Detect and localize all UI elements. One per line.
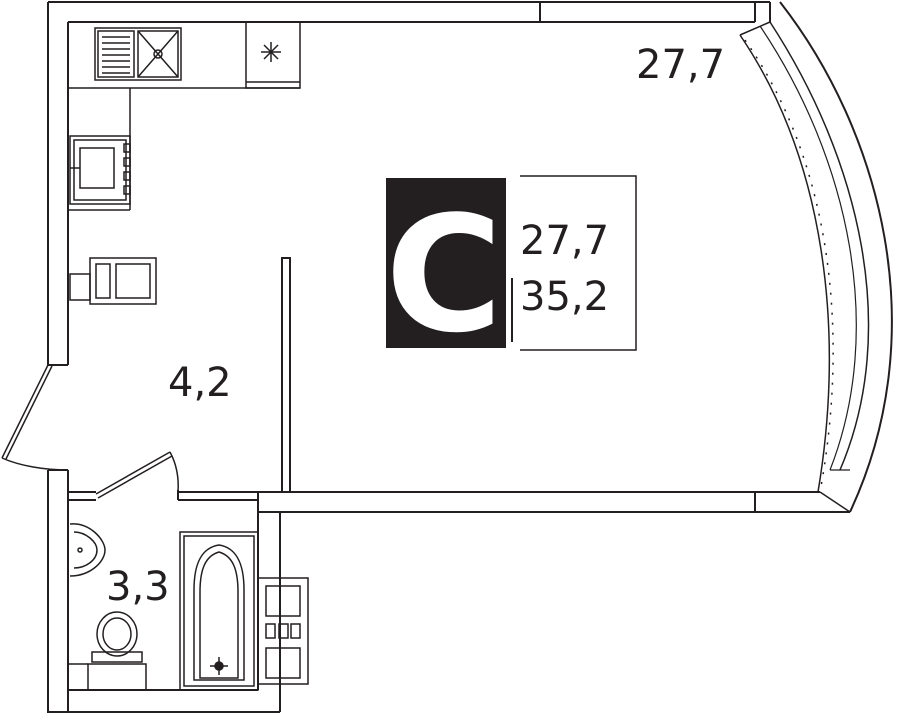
top-wall [47, 1, 770, 366]
badge-box [386, 178, 506, 348]
sink-icon [94, 27, 182, 81]
bath-right-wall [257, 510, 281, 712]
left-lower-wall [47, 469, 69, 713]
bath-bottom-wall [48, 689, 280, 713]
entrance-door [1, 364, 69, 471]
water-heater-icon [257, 577, 309, 685]
partition-wall [281, 257, 291, 493]
apartment-badge: С 27,7 35,2 [385, 175, 637, 368]
bathroom [68, 523, 309, 691]
toilet-icon [68, 611, 147, 691]
curved-window [739, 1, 893, 513]
badge-total-area: 35,2 [520, 274, 609, 320]
washbasin-icon [69, 523, 106, 577]
living-room-area-label: 27,7 [636, 42, 725, 88]
bathtub-icon [179, 531, 259, 691]
living-bottom-wall [257, 491, 850, 513]
bathroom-door [95, 451, 179, 499]
stove-icon [69, 135, 131, 205]
hall-area-label: 4,2 [168, 360, 232, 406]
kitchen-counter [68, 87, 300, 211]
badge-frame [520, 175, 637, 351]
bath-top-wall [68, 490, 258, 501]
bathroom-area-label: 3,3 [106, 564, 170, 610]
badge-letter: С [385, 181, 502, 368]
kitchen [68, 21, 301, 305]
fridge-icon [245, 21, 301, 89]
washing-machine-icon [69, 257, 157, 305]
badge-living-area: 27,7 [520, 218, 609, 264]
